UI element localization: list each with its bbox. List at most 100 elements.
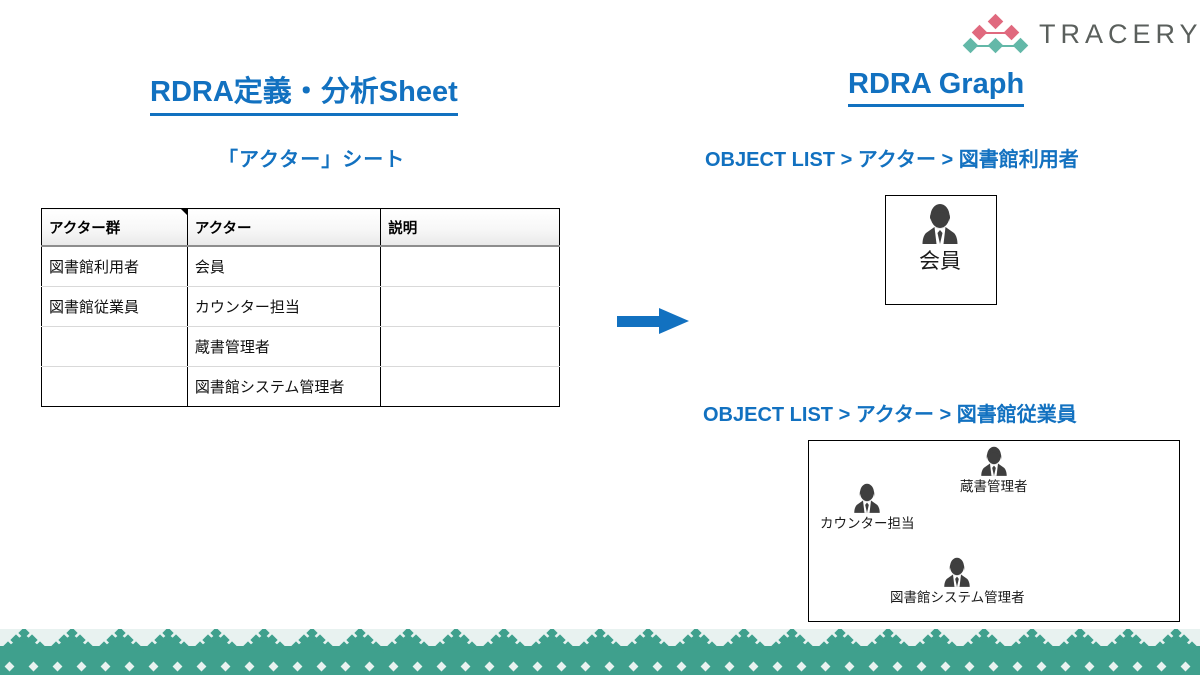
cell-actor-group[interactable] — [41, 366, 188, 407]
footer-notch-diamond — [52, 661, 63, 672]
tracery-logo: TRACERY — [962, 13, 1200, 54]
footer-pattern-unit — [144, 629, 192, 653]
footer-notch-diamond — [604, 661, 615, 672]
cell-description[interactable] — [380, 326, 560, 367]
footer-notch-diamond — [460, 661, 471, 672]
footer-notch-diamond — [196, 661, 207, 672]
footer-notch-diamond — [652, 661, 663, 672]
footer-notch-unit — [336, 660, 384, 672]
footer-pattern-unit — [528, 629, 576, 653]
footer-notch-diamond — [220, 661, 231, 672]
cell-description[interactable] — [380, 246, 560, 287]
table-header-row: アクター群 アクター 説明 — [41, 208, 560, 247]
footer-pattern-unit — [1104, 629, 1152, 653]
footer-notch-diamond — [532, 661, 543, 672]
footer-notch-unit — [432, 660, 480, 672]
footer-pattern-unit — [480, 629, 528, 653]
cell-actor-group[interactable]: 図書館利用者 — [41, 246, 188, 287]
footer-pattern-unit — [768, 629, 816, 653]
graph-node-label: 会員 — [919, 250, 961, 273]
footer-notch-diamond — [292, 661, 303, 672]
footer-notch-diamond — [748, 661, 759, 672]
footer-notch-diamond — [580, 661, 591, 672]
footer-notch-diamond — [676, 661, 687, 672]
graph-node-counter-staff[interactable]: カウンター担当 — [820, 483, 915, 532]
footer-notch-diamond — [844, 661, 855, 672]
breadcrumb-library-user: OBJECT LIST > アクター > 図書館利用者 — [705, 149, 1079, 171]
footer-notch-unit — [480, 660, 528, 672]
footer-notch-diamond — [1060, 661, 1071, 672]
footer-pattern-unit — [192, 629, 240, 653]
logo-diamond-pink-top — [987, 13, 1004, 30]
table-row: 図書館従業員 カウンター担当 — [41, 286, 560, 327]
logo-diamond-teal-left — [962, 37, 979, 54]
footer-notch-diamond — [28, 661, 39, 672]
footer-notch-diamond — [772, 661, 783, 672]
column-header-actor[interactable]: アクター — [187, 208, 382, 247]
cell-description[interactable] — [380, 286, 560, 327]
cell-actor[interactable]: 蔵書管理者 — [187, 326, 382, 367]
footer-notch-diamond — [364, 661, 375, 672]
footer-notch-diamond — [1132, 661, 1143, 672]
footer-pattern-unit — [0, 629, 48, 653]
footer-notch-diamond — [412, 661, 423, 672]
left-panel-title: RDRA定義・分析Sheet — [150, 68, 458, 116]
footer-notch-unit — [816, 660, 864, 672]
footer-notch-diamond — [820, 661, 831, 672]
footer-notch-diamond — [700, 661, 711, 672]
footer-notch-unit — [864, 660, 912, 672]
person-icon — [940, 557, 974, 589]
column-header-description[interactable]: 説明 — [380, 208, 560, 247]
footer-notch-unit — [192, 660, 240, 672]
table-row: 図書館利用者 会員 — [41, 246, 560, 287]
footer-notch-diamond — [724, 661, 735, 672]
footer-notch-unit — [1104, 660, 1152, 672]
footer-notch-unit — [1008, 660, 1056, 672]
footer-decoration — [0, 629, 1200, 675]
footer-notch-unit — [672, 660, 720, 672]
footer-notch-diamond — [340, 661, 351, 672]
footer-pattern-unit — [672, 629, 720, 653]
logo-diamond-pink-left — [971, 24, 988, 41]
cell-actor-group[interactable] — [41, 326, 188, 367]
graph-node-system-admin[interactable]: 図書館システム管理者 — [890, 557, 1025, 606]
footer-pattern-unit — [384, 629, 432, 653]
footer-notch-diamond — [124, 661, 135, 672]
footer-notch-unit — [384, 660, 432, 672]
graph-node-member[interactable]: 会員 — [900, 203, 980, 274]
sheet-name-label: 「アクター」シート — [218, 149, 406, 171]
footer-notch-diamond — [1036, 661, 1047, 672]
footer-pattern-unit — [288, 629, 336, 653]
graph-node-label: 図書館システム管理者 — [890, 590, 1025, 605]
column-header-actor-group[interactable]: アクター群 — [41, 208, 188, 247]
footer-notch-unit — [144, 660, 192, 672]
cell-actor-group[interactable]: 図書館従業員 — [41, 286, 188, 327]
actor-sheet-table: アクター群 アクター 説明 図書館利用者 会員 図書館従業員 カウンター担当 蔵… — [41, 208, 560, 407]
footer-notch-unit — [912, 660, 960, 672]
cell-description[interactable] — [381, 367, 560, 407]
arrow-head — [659, 308, 689, 334]
right-panel-title: RDRA Graph — [848, 68, 1025, 107]
graph-node-collection-manager[interactable]: 蔵書管理者 — [960, 446, 1028, 495]
cell-actor[interactable]: 会員 — [187, 246, 382, 287]
person-icon — [917, 203, 963, 247]
tracery-logo-mark — [962, 13, 1029, 54]
footer-notch-diamond — [868, 661, 879, 672]
footer-notch-unit — [96, 660, 144, 672]
footer-notch-diamond — [244, 661, 255, 672]
footer-notch-diamond — [148, 661, 159, 672]
footer-notch-diamond — [4, 661, 15, 672]
footer-pattern-unit — [912, 629, 960, 653]
footer-notch-diamond — [172, 661, 183, 672]
cell-actor[interactable]: 図書館システム管理者 — [187, 366, 382, 407]
footer-notch-diamond — [76, 661, 87, 672]
logo-line-pink — [979, 32, 1012, 34]
footer-notch-unit — [624, 660, 672, 672]
footer-pattern-unit — [864, 629, 912, 653]
cell-actor[interactable]: カウンター担当 — [187, 286, 382, 327]
footer-notch-diamond — [964, 661, 975, 672]
footer-notch-diamond — [1156, 661, 1167, 672]
person-icon — [850, 483, 884, 515]
footer-notch-unit — [576, 660, 624, 672]
footer-pattern-unit — [96, 629, 144, 653]
